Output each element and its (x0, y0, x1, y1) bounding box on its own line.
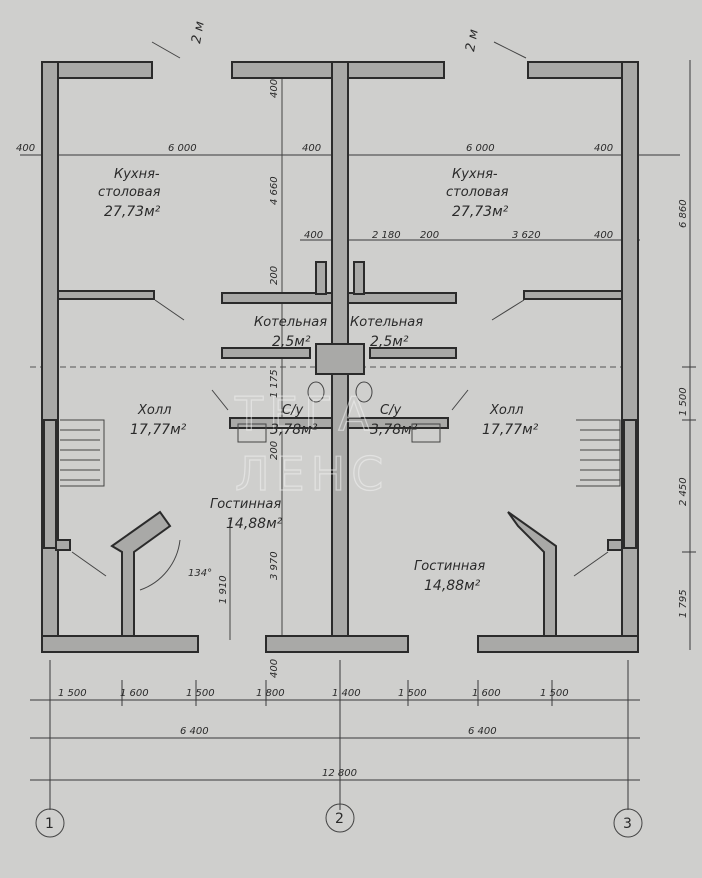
dim-1175: 1 175 (269, 369, 280, 398)
bottom-seg-dim: 1 600 (120, 688, 149, 699)
dim-400-mid: 400 (302, 143, 321, 154)
dim-400-left: 400 (16, 143, 35, 154)
dim-6400-left: 6 400 (180, 726, 209, 737)
living-right-name: Гостинная (414, 559, 485, 574)
bottom-seg-dim: 1 500 (540, 688, 569, 699)
fixtures (237, 381, 441, 443)
dim-6860: 6 860 (678, 199, 689, 228)
dim-2450: 2 450 (678, 477, 689, 506)
dim-6000-left: 6 000 (168, 143, 197, 154)
sink-icon-right (411, 423, 441, 443)
bottom-seg-dim: 1 800 (256, 688, 285, 699)
dim-v400-top: 400 (269, 79, 280, 98)
boiler-left-area: 2,5м² (272, 334, 311, 350)
dim-4660: 4 660 (269, 176, 280, 205)
dim-v200b: 200 (269, 441, 280, 460)
boiler-right-name: Котельная (350, 315, 423, 330)
sink-icon (237, 423, 267, 443)
dim-6000-right: 6 000 (466, 143, 495, 154)
dim-12800: 12 800 (322, 768, 357, 779)
dim-400-right: 400 (594, 143, 613, 154)
dim-3970: 3 970 (269, 551, 280, 580)
stairs (60, 419, 621, 487)
door-left-label: 2 м (189, 20, 208, 45)
hall-right-area: 17,77м² (482, 422, 539, 438)
bath-right-area: 3,78м² (370, 422, 418, 438)
axis-3: 3 (623, 816, 632, 832)
dim-6400-right: 6 400 (468, 726, 497, 737)
dimension-labels: 400 6 000 400 6 000 400 400 2 180 200 3 … (16, 20, 689, 678)
grid-axes: 1 2 3 (35, 803, 643, 838)
walls (41, 61, 639, 653)
living-left-area: 14,88м² (226, 516, 283, 532)
dim-3620: 3 620 (512, 230, 541, 241)
dim-2180: 2 180 (372, 230, 401, 241)
kitchen-left-area: 27,73м² (104, 204, 161, 220)
bath-right-name: С/у (380, 403, 401, 418)
doors (71, 41, 609, 591)
axis-2: 2 (335, 811, 344, 827)
bottom-seg-dim: 1 400 (332, 688, 361, 699)
dim-r400b: 400 (594, 230, 613, 241)
kitchen-left-name1: Кухня- (114, 167, 160, 182)
bottom-seg-dim: 1 600 (472, 688, 501, 699)
kitchen-right-name2: столовая (446, 185, 509, 200)
hall-left-name: Холл (137, 403, 171, 418)
bath-left-area: 3,78м² (270, 422, 318, 438)
watermark-line2: ЛЕНС (235, 447, 389, 501)
bottom-seg-dim: 1 500 (186, 688, 215, 699)
kitchen-right-name1: Кухня- (452, 167, 498, 182)
dim-r200: 200 (420, 230, 439, 241)
watermark-line1: ТЕГА (234, 387, 376, 441)
dim-1910: 1 910 (218, 575, 229, 604)
dim-1500-right: 1 500 (678, 387, 689, 416)
bath-left-name: С/у (282, 403, 303, 418)
living-right-area: 14,88м² (424, 578, 481, 594)
boiler-left-name: Котельная (254, 315, 327, 330)
door-right-label: 2 м (463, 28, 482, 53)
bottom-seg-dim: 1 500 (398, 688, 427, 699)
dim-1795: 1 795 (678, 589, 689, 618)
boiler-right-area: 2,5м² (370, 334, 409, 350)
dim-r400a: 400 (304, 230, 323, 241)
hall-left-area: 17,77м² (130, 422, 187, 438)
room-labels: Кухня- столовая 27,73м² Кухня- столовая … (98, 167, 539, 594)
angle-label: 134° (188, 568, 212, 579)
toilet-icon (307, 381, 325, 403)
dim-v200: 200 (269, 266, 280, 285)
toilet-icon-right (355, 381, 373, 403)
bottom-seg-dim: 1 500 (58, 688, 87, 699)
kitchen-left-name2: столовая (98, 185, 161, 200)
kitchen-right-area: 27,73м² (452, 204, 509, 220)
bottom-dimension-labels: 1 500 1 600 1 500 1 800 1 400 1 500 1 600 1 500 (49, 680, 629, 706)
dim-v400-bottom: 400 (269, 659, 280, 678)
living-left-name: Гостинная (210, 497, 281, 512)
axis-1: 1 (45, 816, 54, 832)
hall-right-name: Холл (489, 403, 523, 418)
